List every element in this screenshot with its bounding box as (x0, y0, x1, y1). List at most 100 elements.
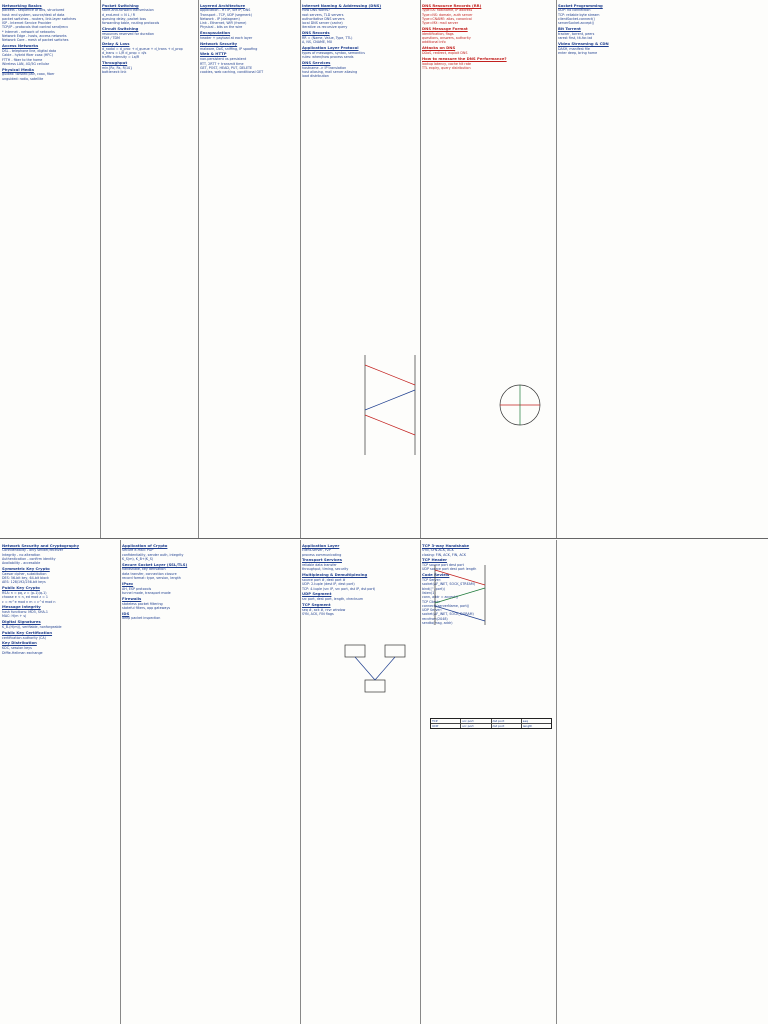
note-line: ISP - Internet Service Provider (2, 21, 52, 26)
note-line: K_S(m), K_B+(K_S) (122, 556, 154, 561)
section-heading: Physical Media (2, 66, 34, 72)
note-line: resources reserved for duration (102, 31, 155, 36)
vertical-divider (420, 0, 421, 538)
note-line: src port, dest port, length, checksum (302, 597, 364, 602)
section-heading: Symmetric Key Crypto (2, 565, 50, 571)
note-line: host aliasing, mail server aliasing (302, 70, 358, 75)
note-line: header + payload at each layer (200, 36, 253, 41)
section-heading: Key Distribution (2, 640, 37, 646)
note-line: types of messages, syntax, semantics (302, 50, 365, 55)
section-heading: TCP 3-way Handshake (422, 542, 470, 548)
note-line: hash functions: MD5, SHA-1 (2, 610, 48, 615)
section-heading: Network Security and Cryptography (2, 542, 80, 548)
vertical-divider (300, 540, 301, 1024)
note-line: clientSocket.connect() (558, 16, 595, 21)
section-heading: Multiplexing & Demultiplexing (302, 572, 368, 578)
note-line: SYN, SYN-ACK, ACK (422, 548, 454, 553)
note-line: forwarding table, routing protocols (102, 21, 160, 26)
note-line: TTL expiry, query distribution (422, 65, 471, 70)
note-line: d_end-end = N L / R (102, 12, 136, 17)
section-heading: Internet Naming & Addressing (DNS) (302, 2, 382, 8)
note-line: questions, answers, authority (422, 36, 471, 41)
note-line: DDoS, redirect, exploit DNS (422, 50, 468, 55)
note-line: AH, ESP protocols (122, 586, 152, 591)
note-line: enter deep, bring home (558, 50, 598, 55)
vertical-divider (556, 540, 557, 1024)
note-line: Network Edge - hosts, access networks (2, 34, 67, 39)
section-heading: UDP Segment (302, 591, 332, 597)
note-line: unguided: radio, satellite (2, 76, 44, 81)
note-line: listen(1) (422, 590, 436, 595)
note-line: sendto(msg, addr) (422, 621, 453, 626)
section-heading: Networking Basics (2, 2, 42, 8)
note-line: load distribution (302, 74, 329, 79)
note-line: packet switches - routers, link-layer sw… (2, 16, 77, 21)
note-line: rules: when/how process sends (302, 55, 354, 60)
note-line: choose e < n, ed mod z = 1 (2, 595, 49, 600)
section-heading: TCP Segment (302, 602, 331, 608)
note-line: DSL - telephone line, digital data (2, 48, 57, 53)
note-line: record format: type, version, length (122, 576, 181, 581)
section-heading: Access Networks (2, 43, 39, 49)
note-line: c = m^e mod n m = c^d mod n (2, 599, 56, 604)
section-heading: Web & HTTP (200, 51, 227, 57)
note-line: Network Core - mesh of packet switches (2, 38, 69, 43)
note-line: TCP/IP - protocols that control send/rec… (2, 25, 69, 30)
vertical-divider (300, 0, 301, 538)
note-line: seq #, ack #, rcvr window (302, 607, 346, 612)
note-line: Type=MX: mail server (422, 21, 459, 26)
note-line: hostname -> IP translation (302, 65, 347, 70)
note-line: MAC: H(m + s) (2, 614, 27, 619)
vertical-divider (420, 540, 421, 1024)
note-line: additional info (422, 40, 446, 45)
note-line: malware, DoS, sniffing, IP spoofing (200, 46, 258, 51)
note-line: confidentiality, sender auth, integrity (122, 552, 184, 557)
section-heading: Socket Programming (558, 2, 603, 8)
vertical-divider (100, 0, 101, 538)
section-heading: Layered Architecture (200, 2, 246, 8)
handshake-diagram (434, 565, 486, 625)
note-line: UDP Server: (422, 608, 442, 613)
section-heading: DNS Services (302, 60, 331, 66)
note-line: bottleneck link (102, 70, 127, 75)
note-line: deep packet inspection (122, 616, 161, 621)
note-line: TCP Server: (422, 578, 442, 583)
note-line: d_trans = L/R d_prop = d/s (102, 50, 147, 55)
note-line: RSA: n = pq, z = (p-1)(q-1) (2, 590, 47, 595)
note-line: DASH, manifest file (558, 46, 590, 51)
note-line: identification, flags (422, 31, 454, 36)
note-line: Type=NS: domain, auth server (422, 12, 473, 17)
note-line: Availability - accessible (2, 561, 41, 566)
section-heading: Digital Signatures (2, 619, 41, 625)
note-line: cookies, web caching, conditional GET (200, 70, 264, 75)
note-line: Physical - bits on the wire (200, 25, 243, 30)
note-line: authoritative DNS servers (302, 16, 345, 21)
note-line: handshake, key derivation (122, 567, 166, 572)
note-line: Type=A: hostname, IP address (422, 8, 473, 13)
note-line: AES: 128/192/256-bit keys (2, 580, 46, 585)
section-heading: Transport Services (302, 557, 342, 563)
section-heading: Code Review (422, 572, 450, 578)
section-heading: Secure Socket Layer (SSL/TLS) (122, 561, 188, 567)
note-line: Link - Ethernet, WiFi (frame) (200, 21, 247, 26)
dns-hierarchy-diagram (499, 384, 541, 426)
section-heading: IDS (122, 610, 130, 616)
note-line: traffic intensity = La/R (102, 55, 140, 60)
note-line: rarest first, tit-for-tat (558, 36, 593, 41)
section-dns: Internet Naming & Addressing (DNS)How DN… (302, 2, 418, 536)
note-line: guided: twisted pair, coax, fiber (2, 72, 55, 77)
note-line: UDP source port dest port length (422, 567, 477, 572)
note-line: GET, POST, HEAD, PUT, DELETE (200, 65, 253, 70)
note-line: socket(AF_INET, SOCK_STREAM) (422, 582, 476, 587)
note-line: source port #, dest port # (302, 578, 346, 583)
note-line: Transport - TCP, UDP (segment) (200, 12, 252, 17)
